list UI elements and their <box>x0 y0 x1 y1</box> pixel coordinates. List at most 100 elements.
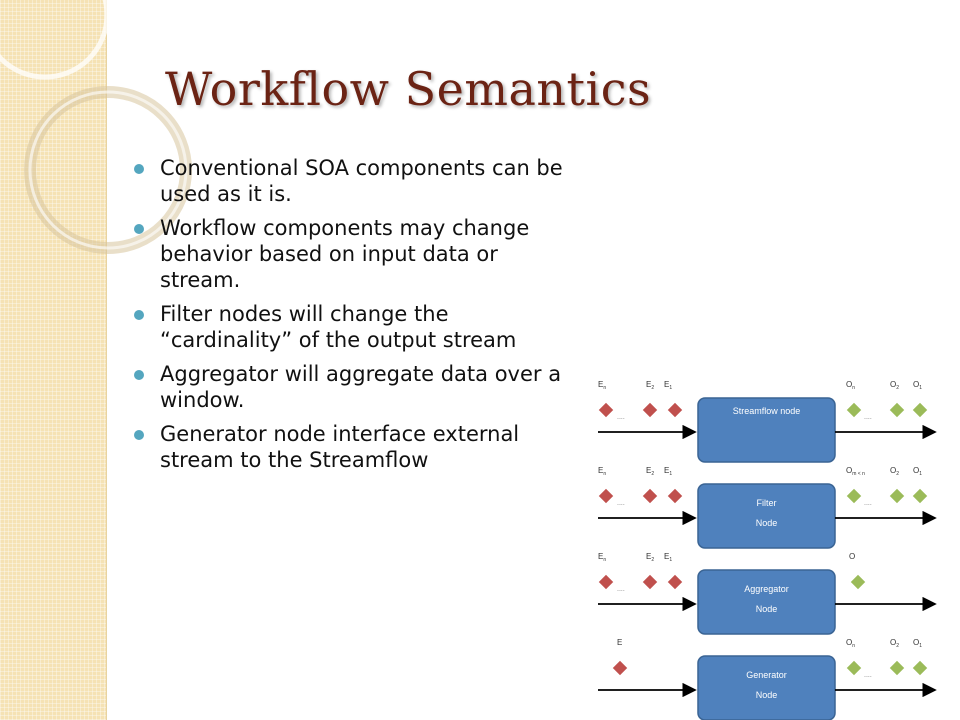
node-box <box>697 397 836 463</box>
input-event-label-base: E <box>646 466 651 475</box>
input-event-marker <box>641 573 659 591</box>
output-event-label: O2 <box>890 380 899 391</box>
input-event-marker <box>666 487 684 505</box>
output-event-label-subscript: 1 <box>919 385 922 391</box>
node-label: Node <box>756 518 778 528</box>
bullet-dot-icon <box>134 370 144 380</box>
output-event-label-base: O <box>890 380 896 389</box>
input-event-label-subscript: n <box>603 557 606 563</box>
bullet-item: Workflow components may change behavior … <box>132 215 582 293</box>
input-event-marker <box>597 487 615 505</box>
output-event-marker <box>845 659 863 677</box>
output-event-marker <box>845 401 863 419</box>
input-event-label-subscript: 2 <box>651 385 654 391</box>
output-event-label-base: O <box>890 466 896 475</box>
output-event-label-subscript: 1 <box>919 643 922 649</box>
output-event-label: O2 <box>890 638 899 649</box>
input-event-label-subscript: 2 <box>651 471 654 477</box>
ellipsis-text: .... <box>864 414 872 421</box>
bullet-text: Generator node interface external stream… <box>160 422 520 472</box>
bullet-dot-icon <box>134 310 144 320</box>
output-event-marker <box>888 401 906 419</box>
node-label: Node <box>756 690 778 700</box>
output-event-label-subscript: 2 <box>896 643 899 649</box>
output-event-label: On <box>846 638 855 649</box>
input-event-label-subscript: 1 <box>669 557 672 563</box>
node-box <box>697 483 836 549</box>
input-event-label-base: E <box>598 380 603 389</box>
output-event-label-base: O <box>913 466 919 475</box>
output-event-marker <box>888 659 906 677</box>
input-event-marker <box>641 487 659 505</box>
bullet-text: Aggregator will aggregate data over a wi… <box>160 362 562 412</box>
output-event-marker <box>911 401 929 419</box>
ellipsis-text: .... <box>617 414 625 421</box>
node-label: Streamflow node <box>733 406 801 416</box>
output-event-label-subscript: 1 <box>919 471 922 477</box>
bullet-dot-icon <box>134 224 144 234</box>
output-event-marker <box>888 487 906 505</box>
bullet-item: Filter nodes will change the “cardinalit… <box>132 301 582 353</box>
input-event-label: E1 <box>664 380 672 391</box>
output-event-label-base: O <box>913 380 919 389</box>
input-event-label-base: E <box>664 552 669 561</box>
output-event-label: O2 <box>890 466 899 477</box>
input-event-label: En <box>598 380 606 391</box>
bullet-item: Generator node interface external stream… <box>132 421 582 473</box>
input-event-marker <box>666 401 684 419</box>
node-label: Aggregator <box>744 584 789 594</box>
input-event-label-subscript: 1 <box>669 385 672 391</box>
output-event-label: O1 <box>913 380 922 391</box>
decorative-circles <box>0 0 192 254</box>
bullet-text: Filter nodes will change the “cardinalit… <box>160 302 517 352</box>
output-event-marker <box>911 487 929 505</box>
input-event-label-subscript: n <box>603 471 606 477</box>
input-event-label-subscript: 1 <box>669 471 672 477</box>
input-event-marker <box>666 573 684 591</box>
input-event-marker <box>597 573 615 591</box>
output-event-label-base: O <box>846 466 852 475</box>
node-label: Filter <box>757 498 777 508</box>
node-box <box>697 655 836 720</box>
input-event-label: E2 <box>646 380 654 391</box>
input-event-label-base: E <box>646 380 651 389</box>
input-event-label: E2 <box>646 552 654 563</box>
bullet-dot-icon <box>134 430 144 440</box>
node-label: Node <box>756 604 778 614</box>
output-event-label-base: O <box>846 638 852 647</box>
ellipsis-text: .... <box>617 586 625 593</box>
input-event-label-base: E <box>598 466 603 475</box>
output-event-label-subscript: 2 <box>896 471 899 477</box>
input-event-marker <box>597 401 615 419</box>
input-event-label: E1 <box>664 552 672 563</box>
input-event-label-base: E <box>664 380 669 389</box>
input-event-label-base: E <box>646 552 651 561</box>
output-event-label: Om < n <box>846 466 865 477</box>
input-event-label-base: E <box>598 552 603 561</box>
input-event-label: E <box>617 638 622 647</box>
output-event-label: O1 <box>913 466 922 477</box>
node-label: Generator <box>746 670 787 680</box>
input-event-label-subscript: 2 <box>651 557 654 563</box>
input-event-marker <box>611 659 629 677</box>
input-event-label: E2 <box>646 466 654 477</box>
output-event-label-base: O <box>913 638 919 647</box>
output-event-label-subscript: 2 <box>896 385 899 391</box>
input-event-label: En <box>598 552 606 563</box>
bullet-list: Conventional SOA components can be used … <box>132 155 582 481</box>
bullet-dot-icon <box>134 164 144 174</box>
output-event-marker <box>849 573 867 591</box>
output-event-marker <box>911 659 929 677</box>
output-event-label-subscript: m < n <box>852 471 865 477</box>
output-event-label-subscript: n <box>852 643 855 649</box>
output-event-label-subscript: n <box>852 385 855 391</box>
input-event-marker <box>641 401 659 419</box>
output-event-label: O <box>849 552 855 561</box>
output-event-label-base: O <box>890 638 896 647</box>
ellipsis-text: .... <box>864 672 872 679</box>
bullet-text: Conventional SOA components can be used … <box>160 156 563 206</box>
bullet-item: Conventional SOA components can be used … <box>132 155 582 207</box>
output-event-label: On <box>846 380 855 391</box>
bullet-item: Aggregator will aggregate data over a wi… <box>132 361 582 413</box>
